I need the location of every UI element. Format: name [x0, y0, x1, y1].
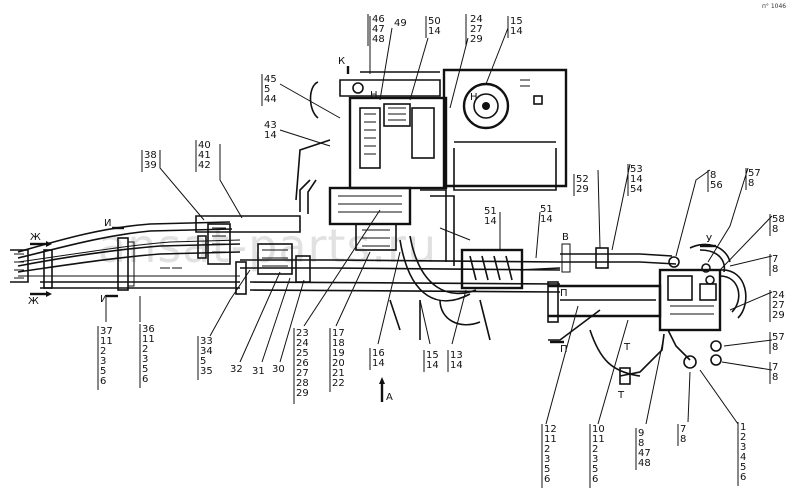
marker-k: К	[338, 56, 345, 67]
callout-32: 32	[230, 364, 243, 375]
callout-rules	[97, 14, 771, 488]
hydraulic-tank	[442, 68, 568, 191]
central-valve-block	[295, 71, 455, 266]
marker-n1: Н	[370, 90, 378, 101]
callout-leaders	[105, 16, 773, 425]
right-cylinder	[547, 243, 747, 385]
marker-v: В	[562, 232, 569, 243]
center-distributor	[389, 227, 561, 341]
section-markers: Ж Ж И И К Н Н В У П П Т Т А	[28, 56, 716, 403]
marker-i-bottom: И	[100, 294, 107, 305]
callout-31: 31	[252, 366, 265, 377]
marker-p1: П	[560, 288, 568, 299]
left-manifold	[195, 215, 561, 293]
marker-p2: П	[560, 344, 568, 355]
marker-t1: Т	[623, 342, 631, 353]
marker-t2: Т	[617, 390, 625, 401]
marker-u: У	[706, 234, 712, 245]
marker-zh-bottom: Ж	[28, 296, 39, 307]
pipe-bundle-left	[10, 221, 247, 295]
marker-n2: Н	[470, 92, 478, 103]
callout-30: 30	[272, 364, 285, 375]
marker-a: А	[386, 392, 393, 403]
marker-i-top: И	[104, 218, 111, 229]
callout-49: 49	[394, 18, 407, 29]
corner-mark: п° 1046	[762, 3, 786, 10]
marker-zh-top: Ж	[30, 232, 41, 243]
